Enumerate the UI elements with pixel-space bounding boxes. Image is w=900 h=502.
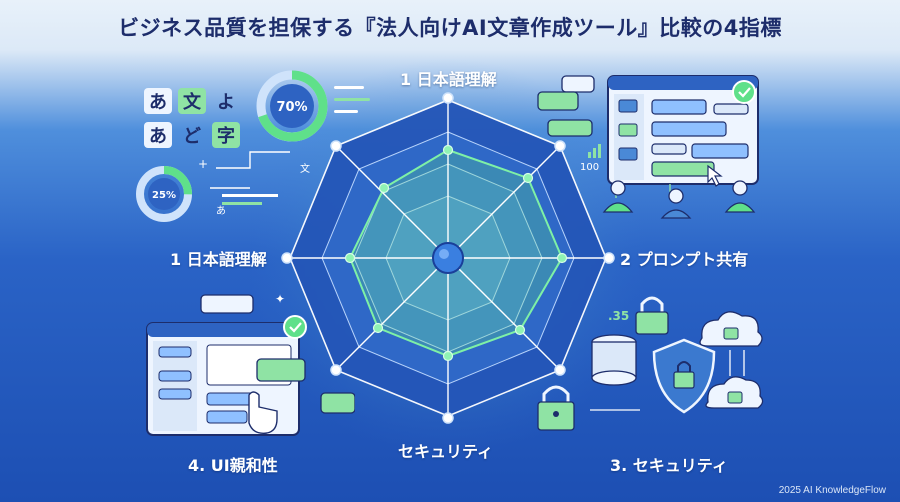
label-bottom-left: 4. UI親和性 [188, 456, 278, 475]
gauge-big-icon: 70% [256, 70, 328, 142]
gauge-big-value: 70% [276, 100, 307, 115]
lock-icon [537, 385, 575, 431]
security-illustration: .35 [537, 296, 764, 431]
japanese-understanding-illustration: あ 文 よ あ ど 字 70% 25% [136, 70, 370, 222]
svg-text:+: + [198, 157, 208, 171]
shield-icon [652, 338, 716, 414]
app-window-icon [607, 75, 759, 187]
radar-spokes [290, 100, 606, 416]
small-char: あ [216, 205, 226, 217]
database-icon [591, 334, 637, 386]
lock-icon [635, 296, 669, 335]
user-avatar-icon [602, 180, 634, 213]
page-title: ビジネス品質を担保する『法人向けAI文章作成ツール』比較の4指標 [118, 16, 782, 40]
user-avatar-icon [660, 188, 692, 219]
gauge-small-value: 25% [152, 190, 176, 201]
security-number: .35 [608, 309, 629, 323]
chat-bubble-icon [256, 358, 306, 382]
char-tile: よ [217, 92, 235, 113]
ui-friendliness-illustration: ✦ [146, 292, 355, 436]
char-tile: 字 [217, 125, 235, 147]
char-tile: あ [149, 92, 167, 113]
chat-bubble-icon [320, 392, 355, 414]
char-tile: ど [183, 126, 201, 147]
chat-bubble-icon [200, 294, 254, 314]
radar-value-nodes [344, 144, 568, 362]
label-right: 2 プロンプト共有 [620, 250, 749, 269]
chat-bubble-icon [547, 119, 593, 137]
chat-bubble-icon [537, 75, 595, 111]
small-char: 文 [300, 162, 310, 175]
label-left: 1 日本語理解 [170, 250, 267, 269]
counter-text: 100 [580, 162, 599, 173]
radar-center-node [432, 242, 464, 274]
radar-outer-nodes [281, 92, 615, 424]
char-tile: あ [149, 126, 167, 147]
cloud-lock-icon [699, 311, 763, 347]
user-avatar-icon [724, 180, 756, 213]
label-bottom-right: 3. セキュリティ [610, 456, 728, 475]
footer-credit: 2025 AI KnowledgeFlow [778, 485, 886, 496]
label-bottom: セキュリティ [398, 442, 494, 461]
hand-pointer-icon [248, 391, 278, 434]
gauge-small-icon: 25% [136, 166, 192, 222]
char-tile: 文 [183, 91, 202, 113]
cloud-lock-icon [705, 376, 764, 409]
label-top: 1 日本語理解 [400, 70, 497, 89]
prompt-sharing-illustration: 100 [537, 75, 759, 219]
svg-text:✦: ✦ [275, 292, 285, 306]
